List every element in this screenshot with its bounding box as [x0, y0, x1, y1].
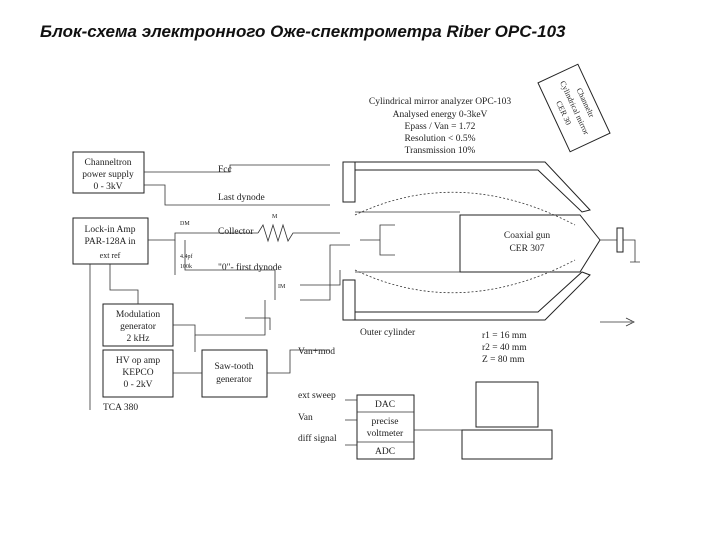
analyzer-ratio: Epass / Van = 1.72: [405, 122, 476, 132]
channeltron-line-2: power supply: [82, 170, 134, 180]
lockin-line-1: Lock-in Amp: [85, 225, 136, 235]
voltmeter-line-1: precise: [372, 417, 399, 427]
adc-label: ADC: [375, 447, 395, 457]
sample: [616, 227, 624, 253]
slide-title: Блок-схема электронного Оже-спектрометра…: [40, 22, 566, 41]
dim-r2: r2 = 40 mm: [482, 343, 527, 353]
m-label: M: [272, 214, 278, 220]
resistor-label: 100k: [180, 264, 192, 270]
lock-in-amplifier: Lock-in Amp PAR-128A in ext ref: [72, 217, 149, 265]
van-label: Van: [298, 413, 313, 423]
diff-signal-label: diff signal: [298, 433, 337, 444]
modulation-line-2: generator: [120, 322, 157, 332]
analyzer-energy: Analysed energy 0-3keV: [393, 110, 488, 120]
hv-op-amp: HV op amp KEPCO 0 - 2kV: [102, 349, 174, 398]
bottom-flange: [342, 279, 356, 321]
outer-cylinder-label: Outer cylinder: [360, 328, 416, 338]
im-label: IM: [278, 284, 286, 290]
modulation-line-1: Modulation: [116, 310, 161, 320]
capacitor-label: 4.4pf: [180, 253, 193, 260]
analyzer-stamp: Channeltr Cylindrical mirror CER 30: [537, 63, 611, 153]
stamp-frame: [537, 63, 611, 153]
computer-unit: [461, 429, 553, 460]
computer-monitor: [475, 381, 539, 428]
channeltron-power-supply: Channeltron power supply 0 - 3kV: [72, 151, 145, 194]
dm-label: DM: [180, 221, 190, 227]
analyzer-name: Cylindrical mirror analyzer OPC-103: [369, 97, 511, 107]
fcc-label: Fcc: [218, 165, 232, 175]
sawtooth-line-2: generator: [216, 375, 253, 385]
cylindrical-mirror-analyzer: Coaxial gun CER 307: [342, 161, 640, 327]
tca-label: TCA 380: [103, 403, 138, 413]
outer-cylinder-top: [342, 161, 591, 213]
channeltron-line-3: 0 - 3kV: [93, 182, 122, 192]
outer-cylinder-bottom: [342, 271, 591, 321]
sawtooth-generator: Saw-tooth generator: [201, 349, 268, 398]
lockin-line-3: ext ref: [100, 251, 121, 260]
wiring: [89, 164, 350, 410]
collector-label: Collector: [218, 227, 254, 237]
analyzer-dimensions: r1 = 16 mm r2 = 40 mm Z = 80 mm: [482, 331, 527, 365]
hvamp-line-1: HV op amp: [116, 356, 160, 366]
last-dynode-label: Last dynode: [218, 193, 265, 203]
lockin-line-2: PAR-128A in: [84, 237, 135, 247]
hvamp-line-2: KEPCO: [122, 368, 153, 378]
coaxial-gun: [459, 214, 601, 273]
channeltron-line-1: Channeltron: [85, 158, 132, 168]
dim-z: Z = 80 mm: [482, 355, 525, 365]
van-mod-label: Van+mod: [298, 347, 335, 357]
gun-line-1: Coaxial gun: [504, 231, 550, 241]
voltmeter-line-2: voltmeter: [367, 429, 404, 439]
gun-line-2: CER 307: [509, 244, 544, 254]
analyzer-transmission: Transmission 10%: [405, 146, 476, 156]
top-flange: [342, 161, 356, 203]
modulation-generator: Modulation generator 2 kHz: [102, 303, 174, 347]
analyzer-specs: Cylindrical mirror analyzer OPC-103 Anal…: [369, 97, 511, 156]
hvamp-line-3: 0 - 2kV: [123, 380, 152, 390]
modulation-line-3: 2 kHz: [127, 334, 150, 344]
electron-trajectory-top: [354, 191, 576, 226]
analyzer-resolution: Resolution < 0.5%: [404, 134, 475, 144]
electron-trajectory-bottom: [354, 259, 576, 294]
dac-label: DAC: [375, 400, 395, 410]
dac-adc-stack: DAC precise voltmeter ADC: [356, 394, 415, 460]
first-dynode-label: "0"- first dynode: [218, 262, 282, 273]
ext-sweep-label: ext sweep: [298, 391, 336, 401]
dim-r1: r1 = 16 mm: [482, 331, 527, 341]
sawtooth-line-1: Saw-tooth: [214, 362, 253, 372]
